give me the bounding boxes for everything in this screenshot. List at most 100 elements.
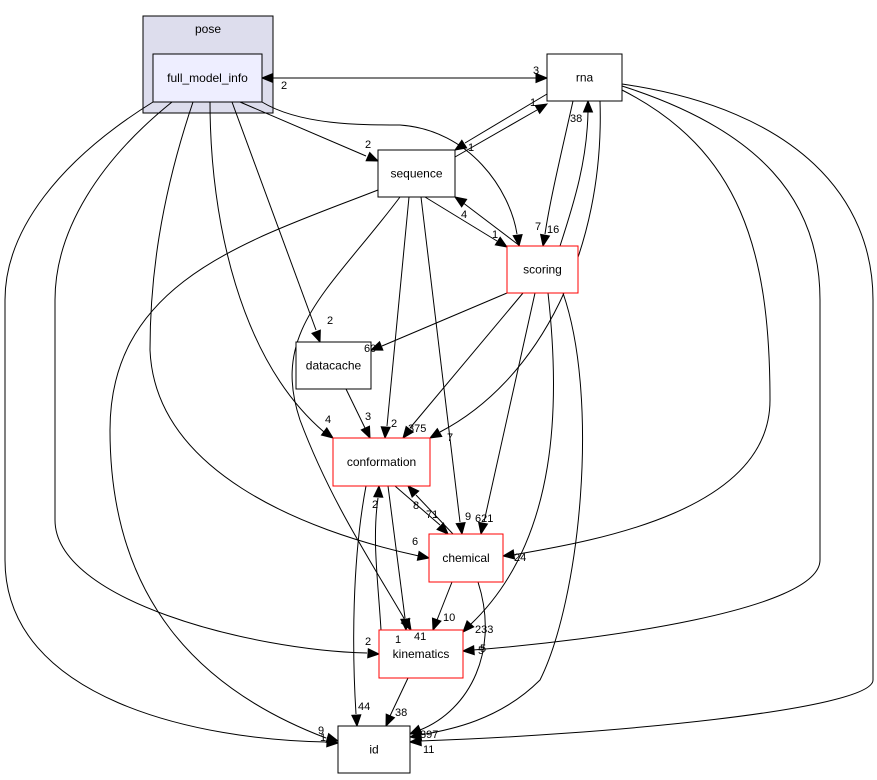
edge-label-full_model_info-to-id[interactable]: 1	[320, 732, 326, 744]
edge-label-sequence-to-scoring[interactable]: 1	[492, 229, 498, 241]
edge-rna-to-sequence[interactable]	[453, 93, 548, 151]
edge-conformation-to-kinematics[interactable]	[387, 485, 411, 632]
node-box[interactable]	[152, 53, 263, 103]
edge-label-conformation-to-kinematics[interactable]: 41	[414, 631, 426, 643]
edge-kinematics-to-id[interactable]	[385, 677, 409, 728]
node-label[interactable]: rna	[576, 71, 594, 85]
edge-sequence-to-rna[interactable]	[454, 103, 549, 158]
node-chemical[interactable]: chemical	[428, 533, 504, 583]
edge-label-full_model_info-to-sequence[interactable]: 2	[365, 139, 371, 151]
node-label[interactable]: datacache	[306, 359, 362, 373]
node-conformation[interactable]: conformation	[332, 437, 431, 487]
arrowhead-icon	[402, 425, 415, 440]
edge-label-full_model_info-to-rna[interactable]: 3	[533, 65, 539, 77]
node-label[interactable]: id	[369, 743, 378, 757]
node-label[interactable]: chemical	[442, 551, 489, 565]
edge-scoring-to-datacache[interactable]	[369, 292, 508, 351]
node-kinematics[interactable]: kinematics	[378, 629, 464, 679]
edge-label-full_model_info-to-datacache[interactable]: 2	[327, 315, 333, 327]
edge-label-conformation-to-chemical[interactable]: 71	[426, 509, 438, 521]
edge-sequence-to-scoring[interactable]	[424, 196, 509, 248]
edge-label-scoring-to-datacache[interactable]: 60	[364, 343, 376, 355]
edge-full_model_info-to-kinematics[interactable]	[54, 101, 381, 659]
node-label[interactable]: conformation	[347, 455, 416, 469]
node-sequence[interactable]: sequence	[377, 149, 456, 198]
node-box[interactable]	[337, 725, 411, 774]
edge-scoring-to-rna[interactable]	[559, 99, 594, 247]
edge-label-chemical-to-kinematics[interactable]: 10	[443, 612, 455, 624]
edge-full_model_info-to-chemical[interactable]	[149, 101, 431, 561]
node-id[interactable]: id	[337, 725, 411, 774]
edge-label-rna-to-conformation[interactable]: 7	[447, 432, 453, 444]
edge-label-rna-to-id[interactable]: 11	[423, 744, 434, 756]
node-label[interactable]: full_model_info	[167, 71, 248, 85]
edge-label-datacache-to-conformation[interactable]: 3	[365, 411, 371, 423]
node-label[interactable]: kinematics	[393, 647, 450, 661]
edge-label-scoring-to-sequence[interactable]: 4	[461, 209, 467, 221]
node-scoring[interactable]: scoring	[506, 245, 579, 294]
edge-rna-to-scoring[interactable]	[539, 100, 574, 248]
edge-rna-to-full_model_info[interactable]	[260, 72, 547, 84]
edge-rna-to-kinematics[interactable]	[461, 85, 821, 656]
node-label[interactable]: sequence	[390, 167, 442, 181]
node-datacache[interactable]: datacache	[295, 341, 372, 390]
edge-full_model_info-to-scoring[interactable]	[261, 101, 523, 248]
edge-scoring-to-sequence[interactable]	[453, 196, 521, 247]
edge-scoring-to-conformation[interactable]	[402, 292, 524, 440]
edge-chemical-to-conformation[interactable]	[407, 485, 454, 535]
edge-label-rna-to-kinematics[interactable]: 5	[478, 645, 484, 657]
edge-label-rna-to-chemical[interactable]: 24	[514, 552, 526, 564]
edge-full_model_info-to-conformation[interactable]	[209, 101, 335, 439]
edge-label-sequence-to-kinematics[interactable]: 1	[395, 634, 401, 646]
edge-label-rna-to-full_model_info[interactable]: 2	[281, 80, 287, 92]
edge-label-full_model_info-to-kinematics[interactable]: 2	[365, 636, 371, 648]
edge-label-kinematics-to-id[interactable]: 38	[395, 707, 407, 719]
node-box[interactable]	[506, 245, 579, 294]
edge-full_model_info-to-sequence[interactable]	[239, 101, 380, 162]
node-box[interactable]	[377, 149, 456, 198]
edge-scoring-to-kinematics[interactable]	[462, 292, 555, 633]
node-full-model-info[interactable]: full_model_info	[152, 53, 263, 103]
edge-label-sequence-to-conformation[interactable]: 2	[391, 418, 397, 430]
edge-label-kinematics-to-conformation[interactable]: 2	[372, 499, 378, 511]
edge-label-sequence-to-chemical[interactable]: 9	[465, 511, 471, 523]
edge-sequence-to-id[interactable]	[109, 189, 379, 743]
edge-label-full_model_info-to-scoring[interactable]: 7	[535, 221, 541, 233]
edge-label-rna-to-scoring[interactable]: 16	[547, 224, 559, 236]
edge-sequence-to-chemical[interactable]	[420, 196, 466, 536]
edge-label-scoring-to-conformation[interactable]: 375	[408, 423, 426, 435]
edge-label-sequence-to-id[interactable]: 9	[318, 725, 324, 737]
edge-conformation-to-chemical[interactable]	[394, 485, 449, 535]
edge-datacache-to-conformation[interactable]	[345, 388, 371, 440]
edge-label-conformation-to-id[interactable]: 44	[358, 701, 370, 713]
edge-label-scoring-to-kinematics[interactable]: 233	[475, 624, 493, 636]
node-rna[interactable]: rna	[546, 53, 623, 102]
edge-label-sequence-to-rna[interactable]: 1	[468, 142, 474, 154]
edge-rna-to-chemical[interactable]	[501, 89, 771, 560]
edge-label-scoring-to-rna[interactable]: 38	[570, 113, 582, 125]
edge-chemical-to-kinematics[interactable]	[431, 581, 453, 632]
edge-label-full_model_info-to-chemical[interactable]: 6	[412, 536, 418, 548]
edge-label-scoring-to-chemical[interactable]: 621	[475, 513, 493, 525]
edge-rna-to-conformation[interactable]	[428, 100, 601, 439]
edge-label-chemical-to-conformation[interactable]: 8	[413, 500, 419, 512]
edge-label-chemical-to-id[interactable]: 5	[480, 643, 486, 655]
edge-label-full_model_info-to-conformation[interactable]: 4	[325, 414, 331, 426]
arrowhead-icon	[380, 426, 391, 440]
node-box[interactable]	[546, 53, 623, 102]
edge-label-rna-to-sequence[interactable]: 1	[530, 97, 536, 109]
edge-full_model_info-to-datacache[interactable]	[231, 101, 321, 344]
edge-label-scoring-to-id[interactable]: 397	[420, 729, 438, 741]
edge-chemical-to-id[interactable]	[408, 581, 486, 735]
node-box[interactable]	[332, 437, 431, 487]
edge-scoring-to-chemical[interactable]	[477, 292, 536, 536]
node-label[interactable]: scoring	[523, 263, 562, 277]
edge-kinematics-to-conformation[interactable]	[373, 484, 384, 631]
edge-sequence-to-kinematics[interactable]	[291, 196, 412, 632]
edge-conformation-to-id[interactable]	[351, 485, 367, 728]
edge-line	[419, 292, 584, 736]
node-box[interactable]	[295, 341, 372, 390]
edge-sequence-to-conformation[interactable]	[380, 196, 410, 440]
node-box[interactable]	[428, 533, 504, 583]
node-box[interactable]	[378, 629, 464, 679]
